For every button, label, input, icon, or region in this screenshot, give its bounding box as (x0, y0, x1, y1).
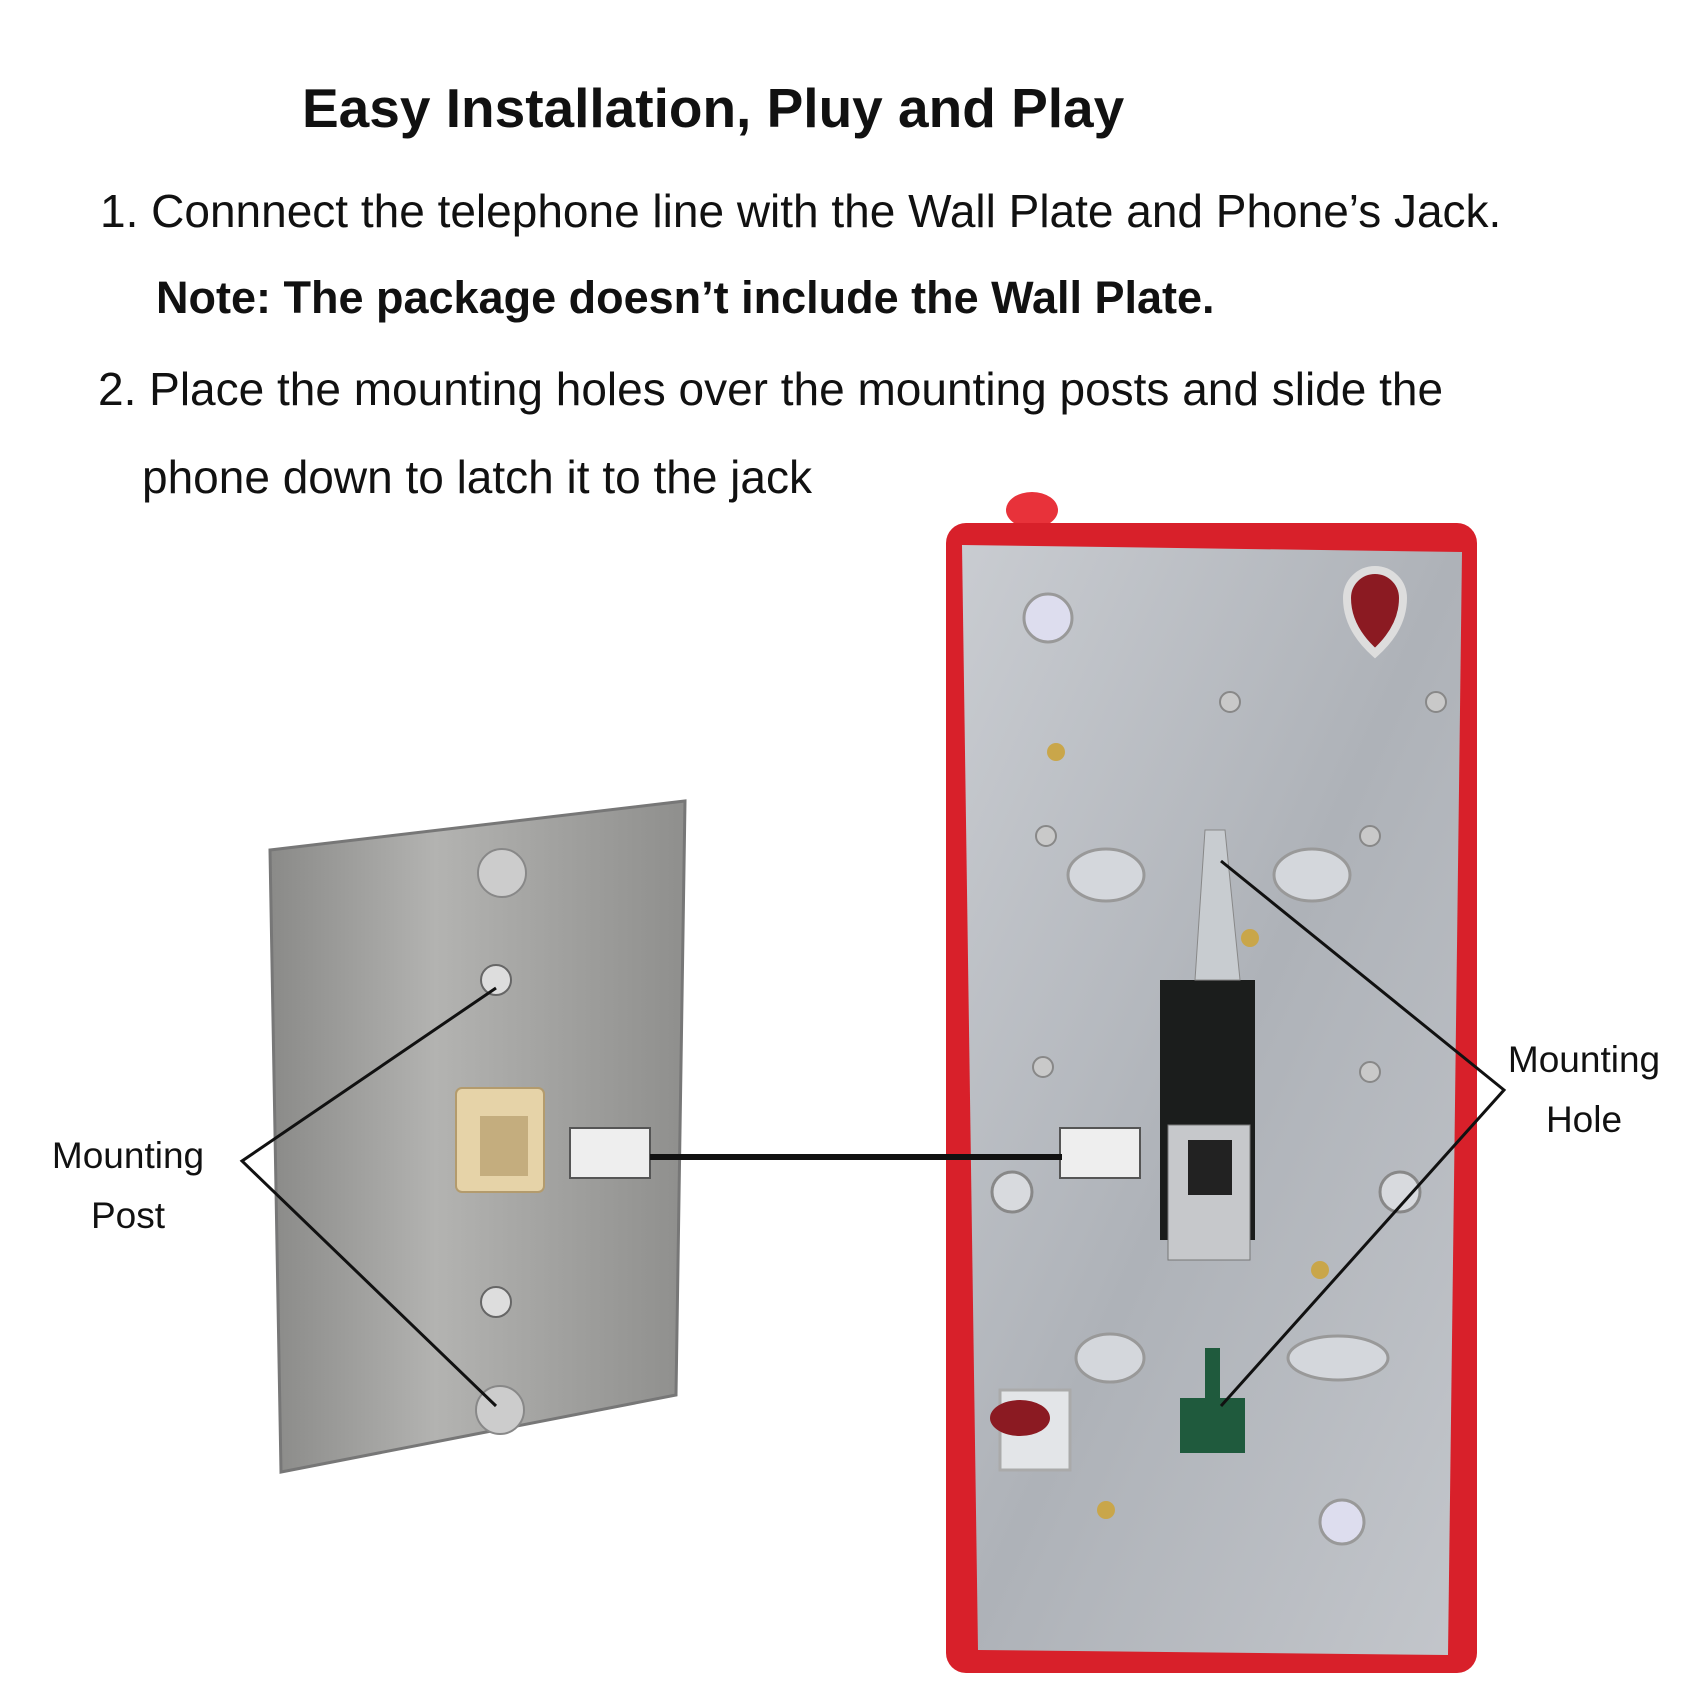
rj11-plug-right (1059, 1127, 1141, 1179)
page-title: Easy Installation, Pluy and Play (302, 77, 1125, 139)
mounting-hole-label: Mounting Hole (1494, 1030, 1674, 1150)
step-2-continued: phone down to latch it to the jack (142, 451, 812, 503)
step-2: 2. Place the mounting holes over the mou… (98, 363, 1444, 415)
mounting-post-top (477, 848, 527, 898)
screw-icon (480, 964, 512, 996)
label-line: Post (90, 1195, 166, 1236)
phone-back (946, 492, 1477, 1673)
label-line: Mounting (1507, 1039, 1661, 1080)
screw-icon (480, 1286, 512, 1318)
step-1: 1. Connnect the telephone line with the … (100, 185, 1502, 237)
rj11-plug-left (569, 1127, 651, 1179)
label-line: Mounting (51, 1135, 205, 1176)
callout-lines (239, 859, 1507, 1408)
wall-plate (268, 799, 687, 1474)
mounting-post-label: Mounting Post (38, 1126, 218, 1246)
note: Note: The package doesn’t include the Wa… (156, 272, 1215, 323)
label-line: Hole (1545, 1099, 1623, 1140)
